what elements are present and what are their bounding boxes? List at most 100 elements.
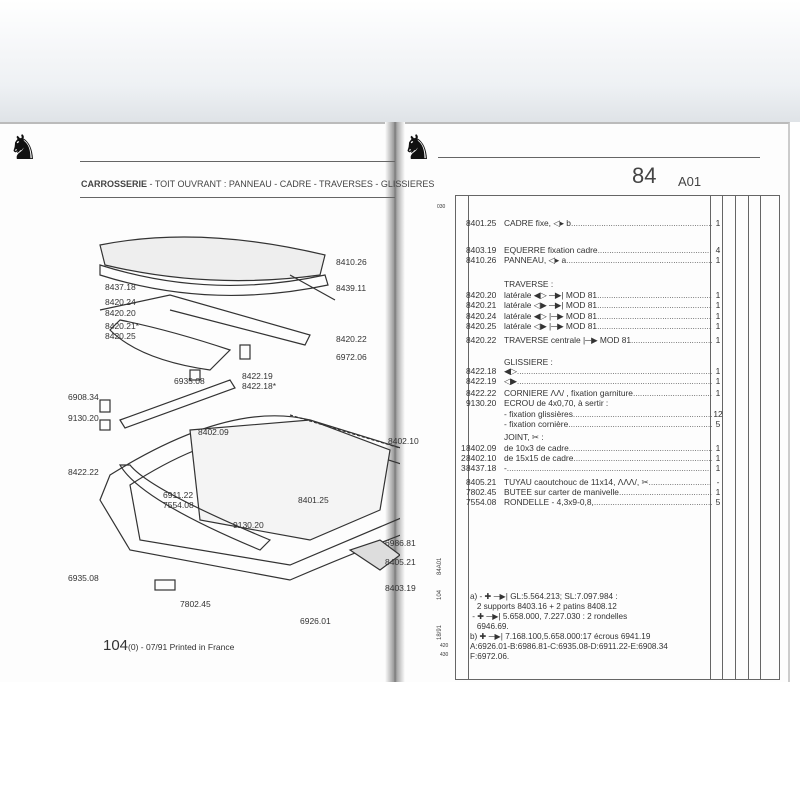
part-number: 8420.24 xyxy=(466,311,497,321)
leader-dots xyxy=(573,409,712,419)
quantity: 4 xyxy=(715,245,721,255)
footnote-line: F:6972.06. xyxy=(470,652,510,661)
callout-label: 8401.25 xyxy=(298,495,329,505)
part-number: 8420.22 xyxy=(466,335,497,345)
leader-dots xyxy=(568,419,712,429)
part-description: CADRE fixe, ◁▸ b xyxy=(504,218,571,228)
table-row: 8437.18 - xyxy=(466,463,712,473)
quantity: 1 xyxy=(715,463,721,473)
group-number: 84 xyxy=(632,163,657,188)
parts-table xyxy=(455,195,780,680)
callout-label: 8422.22 xyxy=(68,467,99,477)
callout-label: 8402.10 xyxy=(388,436,419,446)
part-number: 8420.21 xyxy=(466,300,497,310)
part-number xyxy=(466,432,504,442)
leader-dots xyxy=(507,463,712,473)
callout-label: 6911.22 xyxy=(163,490,194,500)
callout-label: 6926.01 xyxy=(300,616,331,626)
part-number: 7802.45 xyxy=(466,487,497,497)
callout-label: 8410.26 xyxy=(336,257,367,267)
leader-dots xyxy=(633,388,712,398)
table-row: GLISSIERE : xyxy=(466,357,712,367)
part-number: 8422.19 xyxy=(466,376,497,386)
table-row: 7802.45 BUTEE sur carter de manivelle xyxy=(466,487,712,497)
callout-label: 7802.45 xyxy=(180,599,211,609)
callout-label: 6908.34 xyxy=(68,392,99,402)
table-row: TRAVERSE : xyxy=(466,279,712,289)
callout-label: 8420.20 xyxy=(105,308,136,318)
callout-label: 9130.20 xyxy=(68,413,99,423)
part-number xyxy=(466,419,504,429)
table-row: - fixation glissières xyxy=(466,409,712,419)
leader-dots xyxy=(649,477,712,487)
table-row: 8410.26 PANNEAU, ◁▸ a xyxy=(466,255,712,265)
part-description: JOINT, ✂ : xyxy=(504,432,544,442)
part-number: 8410.26 xyxy=(466,255,497,265)
quantity: 1 xyxy=(715,300,721,310)
part-number: 8403.19 xyxy=(466,245,497,255)
ref-number: 3 xyxy=(461,463,466,473)
exploded-diagram xyxy=(99,236,400,591)
leader-dots xyxy=(566,255,712,265)
part-description: - xyxy=(504,463,507,473)
callout-label: 8437.18 xyxy=(105,282,136,292)
side-code: 18/91 xyxy=(437,624,443,640)
callout-label: 8422.19 xyxy=(242,371,273,381)
leader-dots xyxy=(597,321,712,331)
leader-dots xyxy=(517,376,712,386)
part-description: ◁▶ xyxy=(504,376,517,386)
leader-dots xyxy=(597,311,712,321)
footnote-line: - ✚ ─▶| 5.658.000, 7.227.030 : 2 rondell… xyxy=(470,612,628,621)
callout-label: 6972.06 xyxy=(336,352,367,362)
leader-dots xyxy=(597,290,712,300)
callout-label: 8439.11 xyxy=(336,283,367,293)
leader-dots xyxy=(569,443,712,453)
quantity: 1 xyxy=(715,321,721,331)
part-description: BUTEE sur carter de manivelle xyxy=(504,487,619,497)
footnote-line: a) - ✚ ─▶| GL:5.564.213; SL:7.097.984 : xyxy=(470,592,618,601)
quantity: 1 xyxy=(715,290,721,300)
leader-dots xyxy=(517,366,712,376)
callout-label: 8420.21* xyxy=(105,321,140,331)
callout-label: 6935.08 xyxy=(174,376,205,386)
quantity: 5 xyxy=(715,419,721,429)
part-number xyxy=(466,409,504,419)
part-description: CORNIERE ΛΛ/ , fixation garniture xyxy=(504,388,633,398)
leader-dots xyxy=(631,335,712,345)
quantity: 12 xyxy=(713,409,723,419)
part-description: TRAVERSE : xyxy=(504,279,554,289)
footnote-line: b) ✚ ─▶| 7.168.100,5.658.000:17 écrous 6… xyxy=(470,632,651,641)
part-description: latérale ◀▷ ─▶| MOD 81 xyxy=(504,290,598,300)
leader-dots xyxy=(573,453,712,463)
side-code: 104 xyxy=(437,589,443,600)
part-number: 8420.25 xyxy=(466,321,497,331)
background-scan xyxy=(0,0,800,122)
part-number: 8402.09 xyxy=(466,443,497,453)
part-number: 8422.18 xyxy=(466,366,497,376)
ref-number: 1 xyxy=(461,443,466,453)
right-page xyxy=(400,122,790,682)
part-description: ECROU de 4x0,70, à sertir : xyxy=(504,398,609,408)
callout-label: 8420.24 xyxy=(105,297,136,307)
callout-label: 8403.19 xyxy=(385,583,416,593)
part-description: - fixation glissières xyxy=(504,409,573,419)
page-title: CARROSSERIE - TOIT OUVRANT : PANNEAU - C… xyxy=(81,179,435,189)
quantity: 1 xyxy=(715,487,721,497)
quantity: 1 xyxy=(715,443,721,453)
part-number: 8401.25 xyxy=(466,218,497,228)
callout-label: 6986.81 xyxy=(385,538,416,548)
callout-label: 6935.08 xyxy=(68,573,99,583)
divider xyxy=(438,157,760,158)
part-description: ◀▷ xyxy=(504,366,517,376)
part-number: 8422.22 xyxy=(466,388,497,398)
side-code: 430 xyxy=(440,652,449,658)
book-fold xyxy=(385,122,405,682)
part-description: PANNEAU, ◁▸ a xyxy=(504,255,567,265)
part-description: de 10x3 de cadre xyxy=(504,443,569,453)
leader-dots xyxy=(594,497,712,507)
table-row: 8420.21 latérale ◁▶ ─▶| MOD 81 xyxy=(466,300,712,310)
page-footer: 104(0) - 07/91 Printed in France xyxy=(103,637,235,654)
part-number: 8420.20 xyxy=(466,290,497,300)
